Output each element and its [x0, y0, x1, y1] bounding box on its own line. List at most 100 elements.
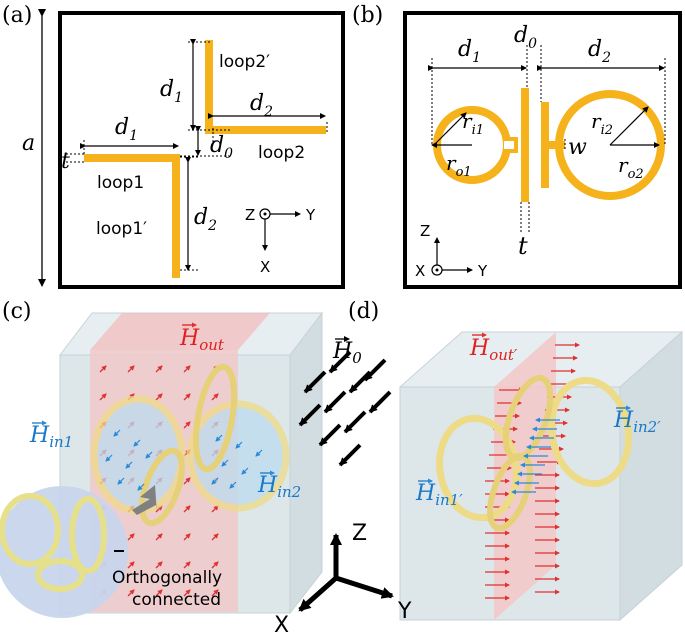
- axis-3d-z-label: Z: [352, 521, 367, 546]
- field-arrow: [183, 421, 191, 429]
- ri1-arrow: [433, 112, 467, 146]
- cube-c-side: [289, 311, 323, 615]
- axis-3d-x-label: X: [274, 613, 289, 637]
- h0-arrow: [323, 390, 347, 414]
- field-arrow: [155, 589, 163, 597]
- t-label-b: t: [518, 232, 528, 260]
- ring-d-lower: [487, 452, 533, 532]
- h0-arrow: [363, 358, 387, 382]
- axis-3d-y-arrow: [335, 575, 394, 599]
- field-arrow: [211, 393, 219, 401]
- panel-b: (b) d1 d0 d2: [352, 3, 682, 289]
- h-out-prime-label: Hout′: [469, 336, 518, 364]
- h0-arrow: [348, 370, 372, 394]
- inset-label-line2: connected: [132, 590, 221, 610]
- h-in-prime-field-arrows: [511, 417, 560, 495]
- ring-c-lower: [139, 447, 185, 527]
- h0-arrow: [298, 403, 322, 427]
- field-arrow: [127, 589, 135, 597]
- axis-3d-y-label: Y: [397, 599, 412, 624]
- h0-arrow: [368, 390, 392, 414]
- d2-horizontal-label: d2: [250, 91, 273, 120]
- h0-incident-arrows: [298, 350, 392, 467]
- field-arrow: [127, 561, 135, 569]
- ri2-label: ri2: [591, 109, 613, 138]
- d0-label: d0: [210, 133, 233, 162]
- field-arrow: [113, 429, 121, 437]
- center-bar-left: [521, 88, 529, 202]
- field-arrow: [133, 439, 141, 447]
- axis-x-label-b: X: [415, 262, 425, 280]
- field-arrow: [215, 434, 223, 442]
- h-in2-label: Hin2: [257, 473, 301, 501]
- h0-label: H0: [332, 339, 362, 367]
- field-arrow: [241, 467, 249, 475]
- panel-c-label: (c): [2, 299, 32, 324]
- dim-a-label: a: [22, 131, 35, 156]
- panel-b-frame: [403, 11, 682, 289]
- panel-b-label: (b): [352, 3, 383, 28]
- h0-arrow: [343, 410, 367, 434]
- h-in1-prime-label: Hin1′: [415, 481, 463, 509]
- field-arrow: [155, 365, 163, 373]
- field-arrow: [183, 561, 191, 569]
- h-in2-prime-label: Hin2′: [613, 408, 661, 436]
- field-arrow: [183, 505, 191, 513]
- h0-arrow: [318, 423, 342, 447]
- field-arrow: [221, 459, 229, 467]
- ro1-label: ro1: [446, 151, 472, 180]
- field-arrow: [235, 441, 243, 449]
- panel-d: (d) Hout′ Hin2′ Hin1′: [348, 299, 684, 622]
- loop2-bar: [205, 126, 326, 134]
- d1-label-b: d1: [458, 37, 481, 66]
- panel-a-label: (a): [2, 3, 32, 28]
- loop1p-label: loop1′: [96, 219, 147, 239]
- w-label: w: [568, 135, 587, 160]
- h0-arrow: [303, 370, 327, 394]
- field-arrow: [183, 589, 191, 597]
- field-arrow: [155, 561, 163, 569]
- field-arrow: [211, 533, 219, 541]
- field-arrow: [211, 505, 219, 513]
- d2-label-b: d2: [588, 37, 611, 66]
- inset-circle: [0, 486, 128, 618]
- field-arrow: [117, 477, 125, 485]
- field-arrow: [229, 481, 237, 489]
- loop1-bar: [84, 154, 180, 162]
- panel-c: (c) Orthogonally connected Hout: [0, 299, 392, 618]
- field-arrow: [183, 365, 191, 373]
- field-arrow: [211, 561, 219, 569]
- field-arrow: [99, 365, 107, 373]
- ri2-arrow: [609, 106, 649, 146]
- h-in1-label: Hin1: [29, 423, 73, 451]
- field-arrow: [183, 533, 191, 541]
- ri1-label: ri1: [462, 109, 484, 138]
- d1-horizontal-label: d1: [115, 115, 138, 144]
- d1-vertical-label: d1: [160, 77, 183, 106]
- axis-z-label-a: Z: [245, 206, 255, 224]
- panel-a-frame: [58, 11, 345, 289]
- axes-3d: Z X Y: [274, 521, 412, 637]
- field-arrow: [255, 449, 263, 457]
- h-in-field-arrows: [105, 429, 263, 491]
- field-arrow: [105, 454, 113, 462]
- center-bar-right: [541, 102, 549, 188]
- ring-c-left: [90, 395, 186, 515]
- field-arrow: [155, 533, 163, 541]
- ro2-label: ro2: [618, 153, 644, 182]
- axis-z-label-b: Z: [420, 222, 430, 240]
- loop2-label: loop2: [258, 143, 305, 163]
- field-arrow: [137, 483, 145, 491]
- field-arrow: [127, 533, 135, 541]
- field-arrow: [99, 393, 107, 401]
- field-arrow: [155, 393, 163, 401]
- panel-d-label: (d): [348, 299, 379, 324]
- ring-c-upper: [192, 363, 238, 473]
- field-arrow: [183, 477, 191, 485]
- field-arrow: [127, 365, 135, 373]
- loop2p-bar: [205, 40, 213, 134]
- loop1-label: loop1: [97, 173, 144, 193]
- field-arrow: [125, 461, 133, 469]
- panel-a: (a) a d1 d2 d0: [2, 3, 345, 289]
